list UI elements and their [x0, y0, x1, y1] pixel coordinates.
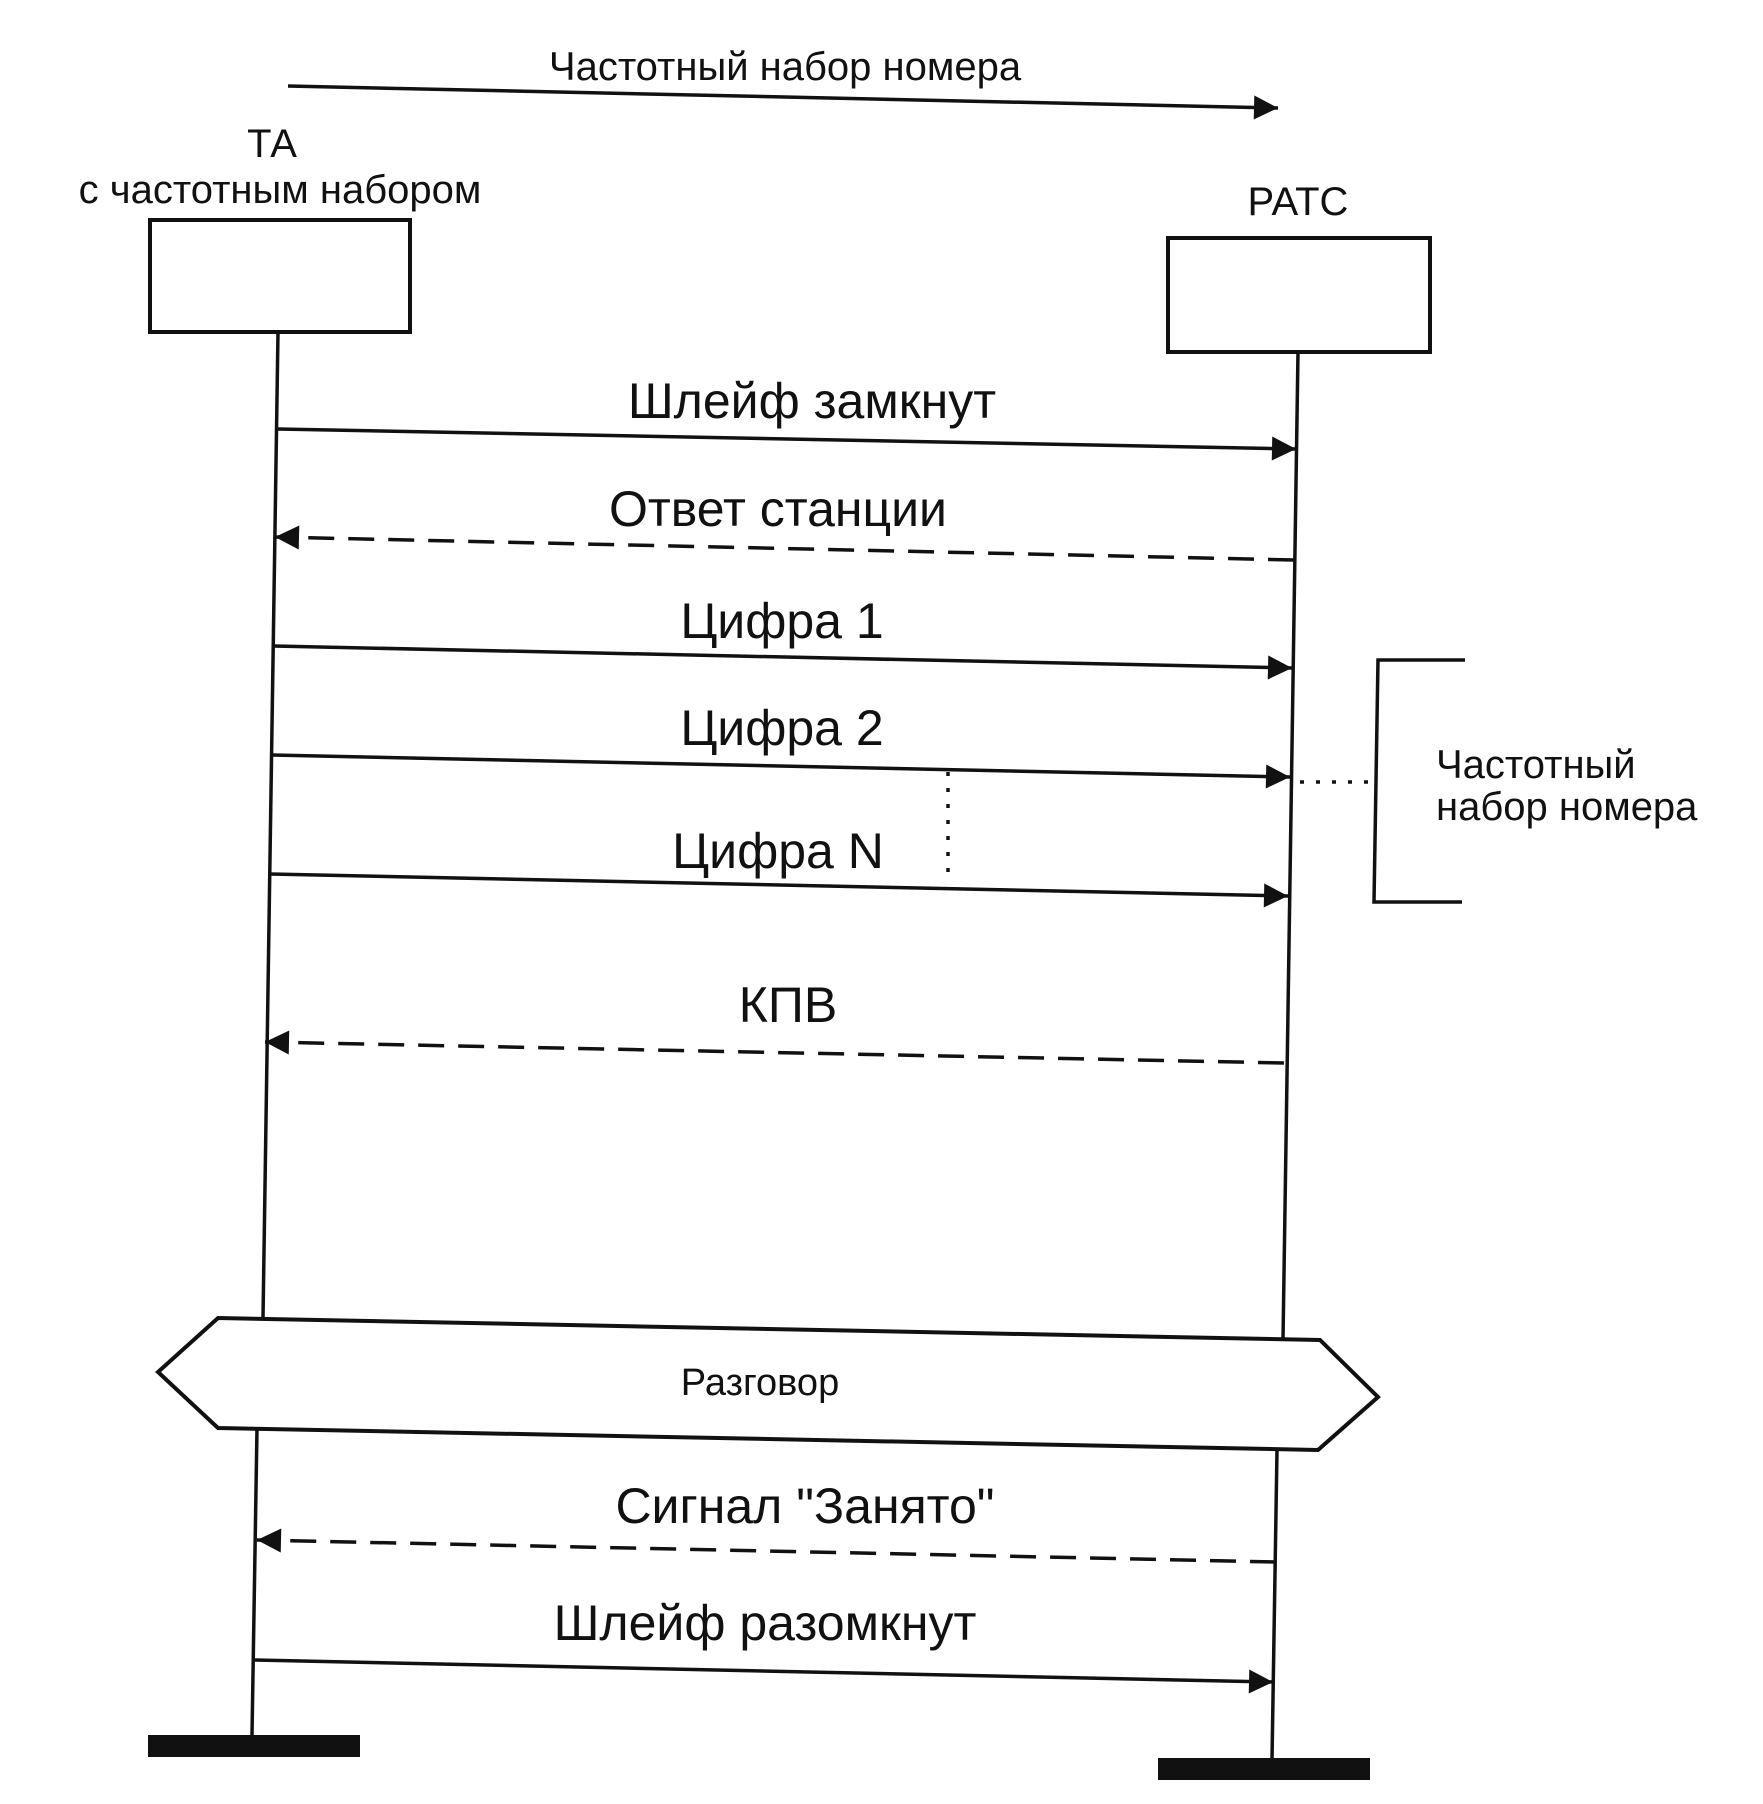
message-loop-open-arrow — [254, 1658, 1274, 1694]
participant-ta-box — [148, 218, 412, 334]
dialing-bracket-label-line1: Частотный — [1436, 743, 1636, 787]
ta-lifeline-end-bar — [148, 1735, 360, 1757]
message-station-answer-label: Ответ станции — [609, 481, 947, 537]
participant-ta-title: ТА — [247, 122, 297, 166]
message-digit-n-label: Цифра N — [672, 823, 884, 879]
message-loop-closed-label: Шлейф замкнут — [628, 373, 996, 429]
message-station-answer-arrow — [274, 525, 1295, 562]
dialing-bracket-label-line2: набор номера — [1436, 785, 1698, 829]
direction-arrow — [287, 84, 1279, 120]
message-digit-2-label: Цифра 2 — [680, 700, 883, 756]
message-loop-closed-arrow — [277, 427, 1297, 461]
conversation-label: Разговор — [681, 1362, 839, 1404]
ta-lifeline-top — [261, 331, 280, 1319]
ratc-lifeline-top — [1281, 351, 1300, 1341]
message-digit-1-label: Цифра 1 — [680, 593, 883, 649]
conversation-block — [155, 1315, 1381, 1453]
message-loop-open-label: Шлейф разомкнут — [554, 1595, 977, 1651]
message-digit-n-arrow — [269, 872, 1289, 908]
message-busy-signal-label: Сигнал "Занято" — [615, 1478, 994, 1534]
message-digit-2-arrow — [271, 753, 1291, 789]
participant-ta-subtitle: с частотным набором — [79, 168, 482, 212]
message-digit-1-arrow — [273, 644, 1293, 680]
ratc-lifeline-bottom — [1270, 1449, 1279, 1761]
participant-ratc-title: РАТС — [1248, 180, 1349, 224]
dialing-bracket — [1372, 658, 1465, 904]
ratc-lifeline-end-bar — [1158, 1758, 1370, 1780]
participant-ratc-box — [1166, 236, 1432, 354]
direction-label: Частотный набор номера — [549, 45, 1022, 89]
ta-lifeline-bottom — [250, 1427, 259, 1736]
message-kpv-arrow — [264, 1030, 1285, 1065]
message-busy-signal-arrow — [256, 1528, 1277, 1564]
message-kpv-label: КПВ — [739, 977, 837, 1033]
